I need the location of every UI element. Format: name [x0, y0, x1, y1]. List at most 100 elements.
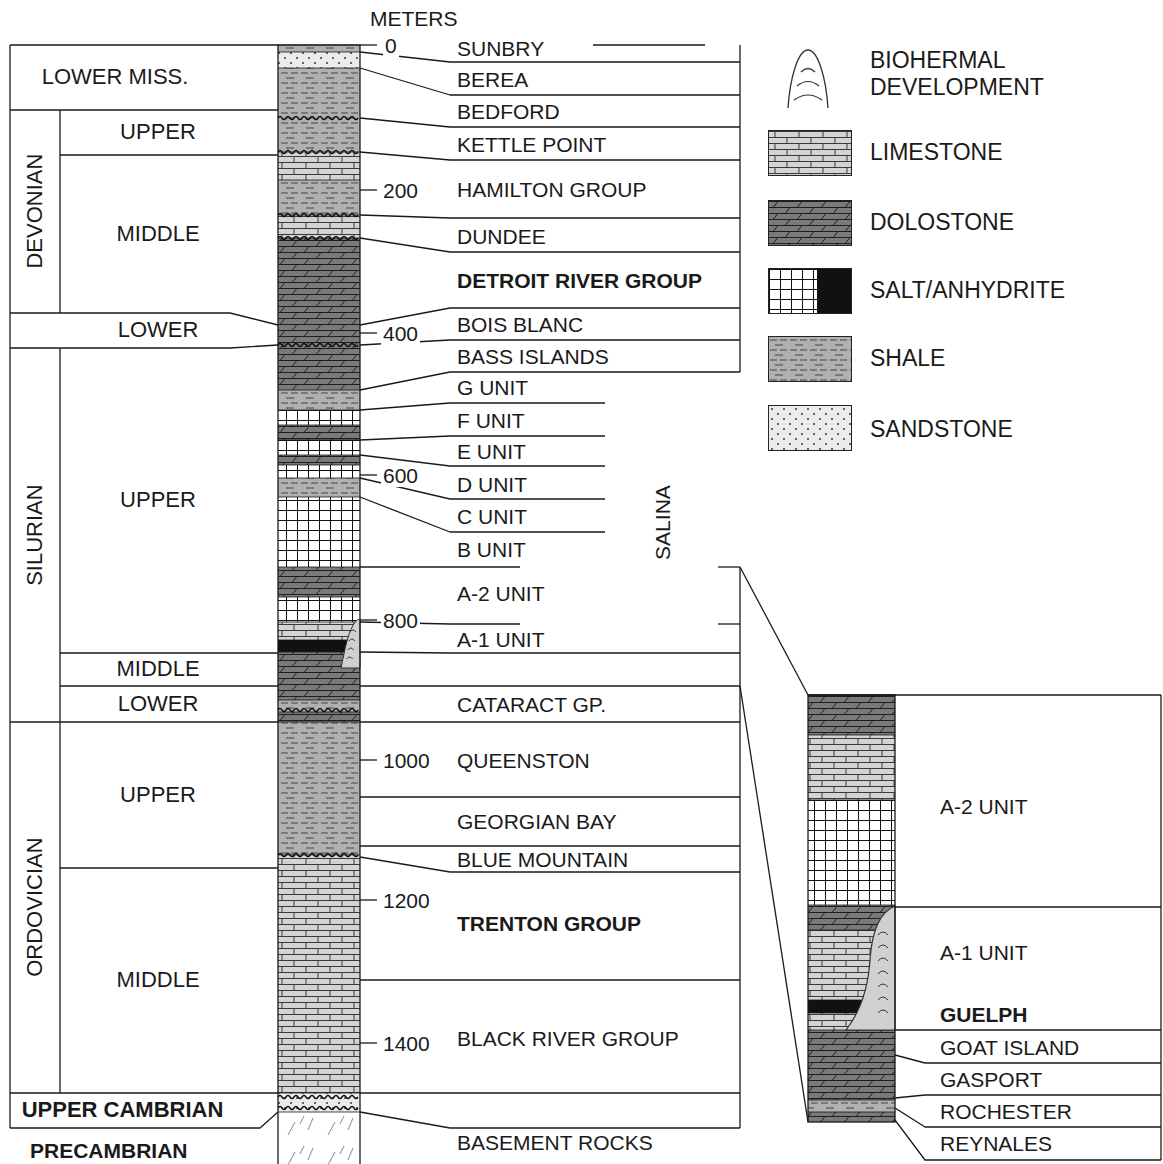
scale-label: 1400 [381, 1032, 432, 1055]
formation-label: A-1 UNIT [940, 941, 1028, 964]
bioherm-symbol [797, 82, 819, 87]
period-cell: UPPER CAMBRIAN [10, 1093, 235, 1128]
frame-line [895, 906, 1161, 907]
formation-leader [360, 238, 740, 252]
layer-boundary [278, 855, 360, 856]
period-cell: LOWER [60, 686, 256, 722]
series-name: UPPER [120, 783, 196, 807]
formation-leader [360, 436, 605, 440]
formation-label: BOIS BLANC [457, 313, 583, 336]
period-cell: LOWER [60, 313, 256, 348]
swatch-pattern [769, 269, 851, 313]
unconformity-line [278, 344, 358, 347]
formation-label: BASS ISLANDS [457, 345, 609, 368]
rock-pattern [278, 597, 360, 622]
rock-pattern [278, 52, 360, 68]
layer-boundary [278, 497, 360, 498]
layer-boundary [808, 800, 895, 801]
swatch-pattern [769, 337, 851, 381]
formation-label: GEORGIAN BAY [457, 810, 616, 833]
series-name: UPPER [120, 488, 196, 512]
period-cell: ORDOVICIAN [10, 722, 60, 1093]
rock-layer [808, 735, 895, 800]
rock-layer [278, 390, 360, 410]
layer-boundary [808, 905, 895, 906]
frame-line [740, 567, 808, 695]
period-cell: MIDDLE [60, 653, 256, 686]
layer-boundary [278, 410, 360, 411]
column-outline [278, 45, 360, 1164]
layer-boundary [278, 1112, 360, 1113]
rock-pattern [278, 712, 360, 722]
frame-line [593, 44, 705, 45]
scale-tick [360, 332, 377, 333]
swatch-pattern [817, 269, 851, 313]
frame-line [895, 1029, 1161, 1030]
layer-boundary [808, 735, 895, 736]
formation-label: DETROIT RIVER GROUP [457, 269, 702, 292]
rock-pattern [808, 1030, 895, 1100]
rock-layer [278, 52, 360, 68]
unconformity-line [278, 1096, 358, 1099]
system-name: ORDOVICIAN [23, 838, 47, 977]
formation-label: TRENTON GROUP [457, 912, 641, 935]
scale-tick [360, 189, 377, 190]
rock-pattern [278, 152, 360, 180]
frame-line [10, 109, 278, 110]
formation-leader [360, 1092, 740, 1093]
bioherm-symbol [801, 69, 815, 73]
layer-boundary [278, 390, 360, 391]
period-cell: MIDDLE [60, 155, 256, 313]
layer-boundary [278, 567, 360, 568]
formation-leader [360, 52, 740, 62]
frame-line [10, 721, 278, 722]
formation-label: E UNIT [457, 440, 526, 463]
rock-pattern [278, 68, 360, 152]
swatch-pattern [769, 201, 851, 245]
formation-leader [360, 1112, 740, 1128]
layer-boundary [278, 68, 360, 69]
rock-layer [278, 68, 360, 152]
rock-layer [278, 215, 360, 238]
layer-boundary [278, 478, 360, 479]
frame-line [10, 345, 278, 348]
formation-leader [360, 68, 740, 95]
frame-line [59, 110, 60, 313]
frame-line [895, 1120, 1161, 1160]
rock-pattern [278, 410, 360, 425]
swatch-pattern [769, 406, 851, 450]
rock-pattern [278, 497, 360, 567]
rock-pattern [808, 695, 895, 735]
formation-label: REYNALES [940, 1132, 1052, 1155]
rock-layer [278, 1093, 360, 1112]
bioherm-mark [878, 971, 888, 974]
legend-swatch [768, 336, 852, 382]
rock-pattern [278, 45, 360, 52]
bioherm-mark [878, 945, 888, 948]
frame-line [59, 348, 60, 1093]
rock-pattern [278, 238, 360, 390]
rock-layer [808, 1112, 895, 1122]
rock-layer [278, 238, 360, 390]
period-cell: UPPER [60, 348, 256, 653]
series-name: MIDDLE [116, 657, 199, 681]
rock-pattern [278, 425, 360, 440]
frame-line [9, 45, 10, 1128]
formation-leader [360, 497, 605, 532]
frame-line [808, 694, 1161, 695]
rock-layer [808, 800, 895, 905]
layer-boundary [278, 465, 360, 466]
rock-pattern [278, 1112, 360, 1164]
formation-label: KETTLE POINT [457, 133, 606, 156]
rock-layer [278, 855, 360, 1093]
formation-label: PRECAMBRIAN [30, 1139, 188, 1162]
series-name: UPPER [120, 120, 196, 144]
layer-boundary [278, 597, 360, 598]
layer-boundary [278, 425, 360, 426]
bioherm-mark [878, 984, 888, 987]
formation-label: BLACK RIVER GROUP [457, 1027, 679, 1050]
formation-leader [360, 796, 740, 797]
bioherm-mark [878, 932, 888, 935]
bioherm-symbol [788, 50, 828, 108]
swatch-pattern [769, 406, 851, 450]
